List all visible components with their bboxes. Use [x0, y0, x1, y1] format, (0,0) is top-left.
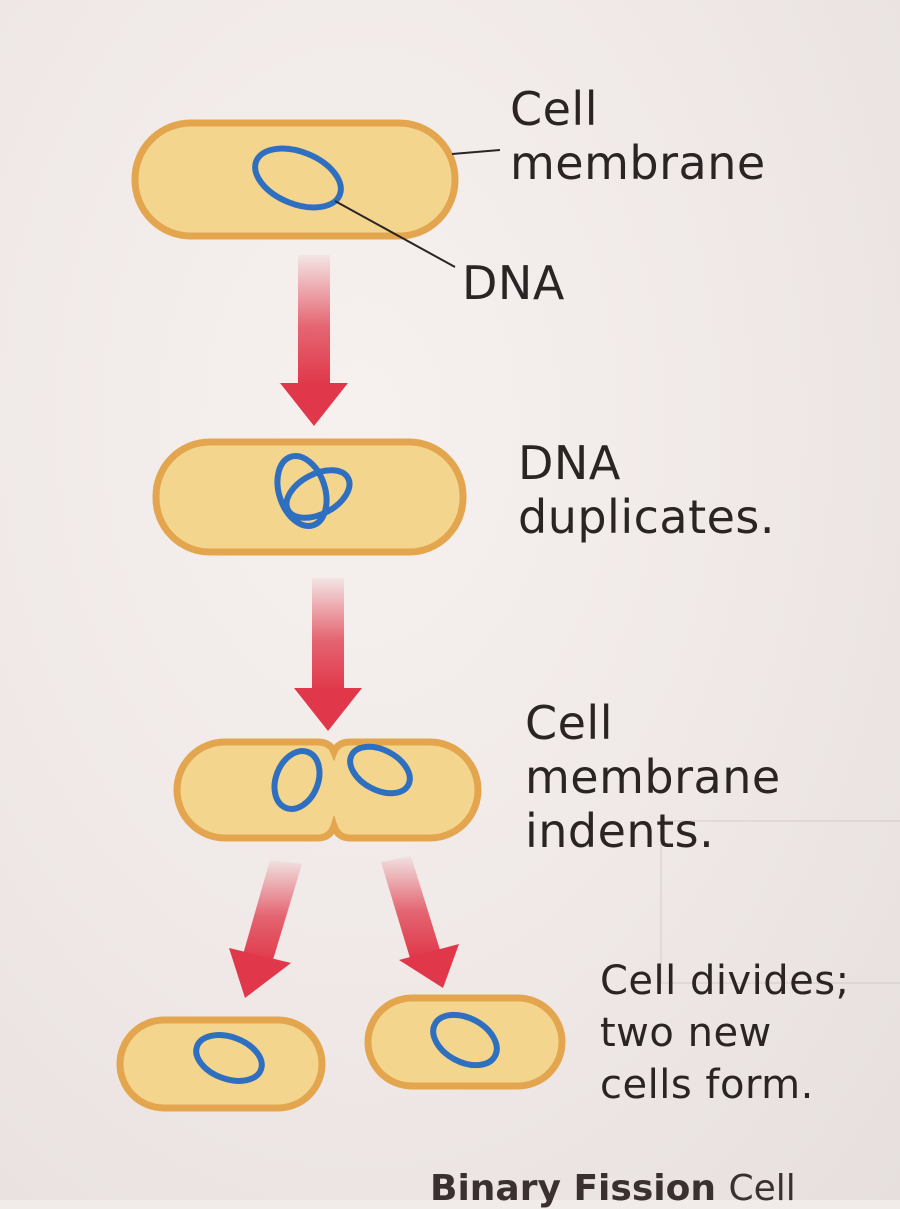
bleed-through-box	[660, 820, 900, 984]
arrow-3-left	[229, 860, 302, 998]
arrow-1	[280, 255, 348, 426]
stage1-cell	[131, 119, 459, 240]
label-cell-divides-line1: Cell divides;	[600, 958, 850, 1004]
label-membrane-indents: Cell membrane indents.	[525, 696, 781, 858]
label-membrane-indents-line2: membrane	[525, 750, 781, 804]
arrow-3-right	[381, 856, 459, 988]
caption-title: Binary Fission	[430, 1168, 716, 1209]
label-dna-duplicates-line2: duplicates.	[518, 490, 776, 544]
stage4-left-dna-loop	[193, 1032, 265, 1084]
arrow-2	[294, 578, 362, 731]
label-dna-duplicates: DNA duplicates.	[518, 436, 775, 544]
stage4-right-cell-body	[364, 994, 566, 1090]
label-membrane-indents-line1: Cell	[525, 696, 613, 750]
stage4-left-cell	[116, 1016, 326, 1112]
stage1-cell-body	[131, 119, 459, 240]
stage3-cell	[173, 738, 482, 842]
stage2-dna-loop-b	[283, 467, 353, 521]
stage3-dna-loop-left	[271, 748, 323, 812]
dna-leader-line	[334, 200, 456, 268]
label-cell-divides: Cell divides; two new cells form.	[600, 955, 850, 1111]
stage1-dna-loop	[252, 145, 344, 211]
stage3-dna-loop-right	[347, 743, 413, 797]
label-cell-divides-line2: two new	[600, 1010, 772, 1056]
stage4-left-cell-body	[116, 1016, 326, 1112]
label-cell-divides-line3: cells form.	[600, 1062, 814, 1108]
stage2-dna-loop-a	[274, 453, 330, 529]
stage2-cell	[152, 438, 467, 556]
label-cell-membrane-line1: Cell	[510, 82, 598, 136]
label-cell-membrane-line2: membrane	[510, 136, 766, 190]
stage4-right-dna-loop	[430, 1011, 500, 1069]
stage4-right-cell	[364, 994, 566, 1090]
stage2-cell-body	[152, 438, 467, 556]
figure-caption: Binary Fission Cell	[430, 1168, 796, 1209]
stage3-cell-body	[173, 738, 482, 842]
caption-text: Cell	[728, 1168, 796, 1209]
label-dna-duplicates-line1: DNA	[518, 436, 621, 490]
membrane-leader-line	[451, 149, 501, 155]
label-dna: DNA	[462, 256, 565, 310]
label-cell-membrane: Cell membrane	[510, 82, 766, 190]
label-membrane-indents-line3: indents.	[525, 804, 715, 858]
